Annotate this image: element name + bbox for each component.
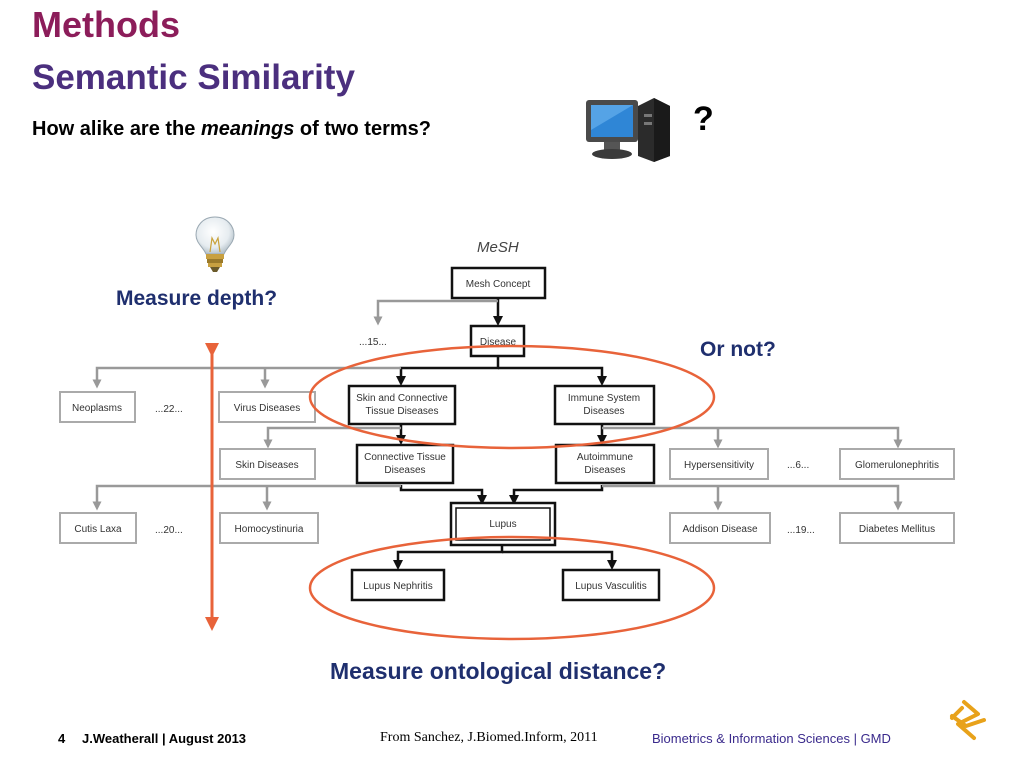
question-mark: ? xyxy=(693,100,714,138)
svg-text:Lupus Vasculitis: Lupus Vasculitis xyxy=(575,581,647,592)
question-text: How alike are the meanings of two terms? xyxy=(32,118,431,141)
svg-text:Diseases: Diseases xyxy=(583,406,624,417)
svg-text:Lupus Nephritis: Lupus Nephritis xyxy=(363,581,432,592)
svg-text:Virus Diseases: Virus Diseases xyxy=(234,403,301,414)
company-logo-icon xyxy=(950,700,986,740)
svg-text:Mesh Concept: Mesh Concept xyxy=(466,279,531,290)
highlight-ellipse-lower xyxy=(308,535,716,641)
node-hypersensitivity: Hypersensitivity xyxy=(669,448,769,480)
highlight-ellipse-upper xyxy=(308,344,716,450)
svg-text:Glomerulonephritis: Glomerulonephritis xyxy=(855,460,939,471)
svg-text:Disease: Disease xyxy=(480,337,517,348)
node-cutis-laxa: Cutis Laxa xyxy=(59,512,137,544)
question-post: of two terms? xyxy=(294,118,431,140)
node-neoplasms: Neoplasms xyxy=(59,391,136,423)
node-autoimmune: Autoimmune Diseases xyxy=(554,443,656,485)
node-addison-disease: Addison Disease xyxy=(669,512,771,544)
node-lupus-vasculitis: Lupus Vasculitis xyxy=(561,568,661,602)
svg-text:Diabetes Mellitus: Diabetes Mellitus xyxy=(859,524,935,535)
question-emphasis: meanings xyxy=(200,118,295,140)
svg-text:Skin Diseases: Skin Diseases xyxy=(235,460,298,471)
node-glomerulonephritis: Glomerulonephritis xyxy=(839,448,955,480)
node-homocystinuria: Homocystinuria xyxy=(219,512,319,544)
svg-text:Tissue Diseases: Tissue Diseases xyxy=(366,406,439,417)
svg-text:Autoimmune: Autoimmune xyxy=(577,452,634,463)
svg-text:Skin and Connective: Skin and Connective xyxy=(356,393,448,404)
footer-organization: Biometrics & Information Sciences | GMD xyxy=(652,731,891,746)
ellipsis-15: ...15... xyxy=(359,337,387,348)
svg-text:Diseases: Diseases xyxy=(384,465,425,476)
svg-text:Immune System: Immune System xyxy=(568,393,640,404)
computer-icon xyxy=(586,98,670,162)
measure-depth-label: Measure depth? xyxy=(116,287,278,310)
primary-connectors xyxy=(393,298,617,570)
page-number: 4 xyxy=(58,731,66,746)
footer-source: From Sanchez, J.Biomed.Inform, 2011 xyxy=(380,730,598,745)
slide-subtitle: Semantic Similarity xyxy=(32,58,355,97)
ellipsis-20: ...20... xyxy=(155,525,183,536)
node-immune-system: Immune System Diseases xyxy=(553,384,656,426)
svg-text:Connective Tissue: Connective Tissue xyxy=(364,452,446,463)
ellipsis-6: ...6... xyxy=(787,460,809,471)
svg-text:Hypersensitivity: Hypersensitivity xyxy=(684,460,754,471)
diagram-heading: MeSH xyxy=(477,239,519,256)
svg-text:Cutis Laxa: Cutis Laxa xyxy=(74,524,122,535)
secondary-connectors xyxy=(92,299,903,511)
footer-author-date: J.Weatherall | August 2013 xyxy=(82,731,247,746)
or-not-label: Or not? xyxy=(700,338,776,361)
svg-text:Diseases: Diseases xyxy=(584,465,625,476)
node-lupus-nephritis: Lupus Nephritis xyxy=(350,568,446,602)
measure-distance-label: Measure ontological distance? xyxy=(330,658,667,684)
svg-text:Neoplasms: Neoplasms xyxy=(72,403,122,414)
node-skin-connective: Skin and Connective Tissue Diseases xyxy=(347,384,457,426)
ellipsis-19: ...19... xyxy=(787,525,815,536)
node-skin-diseases: Skin Diseases xyxy=(219,448,316,480)
node-connective-tissue: Connective Tissue Diseases xyxy=(355,443,455,485)
svg-text:Homocystinuria: Homocystinuria xyxy=(235,524,304,535)
node-disease: Disease xyxy=(469,324,526,358)
ellipsis-22: ...22... xyxy=(155,404,183,415)
lightbulb-icon xyxy=(195,216,235,272)
question-pre: How alike are the xyxy=(32,118,201,140)
svg-text:Addison Disease: Addison Disease xyxy=(682,524,757,535)
node-virus-diseases: Virus Diseases xyxy=(218,391,316,423)
slide-title: Methods xyxy=(32,4,180,45)
node-diabetes-mellitus: Diabetes Mellitus xyxy=(839,512,955,544)
svg-text:Lupus: Lupus xyxy=(489,519,516,530)
node-mesh-concept: Mesh Concept xyxy=(450,266,547,300)
